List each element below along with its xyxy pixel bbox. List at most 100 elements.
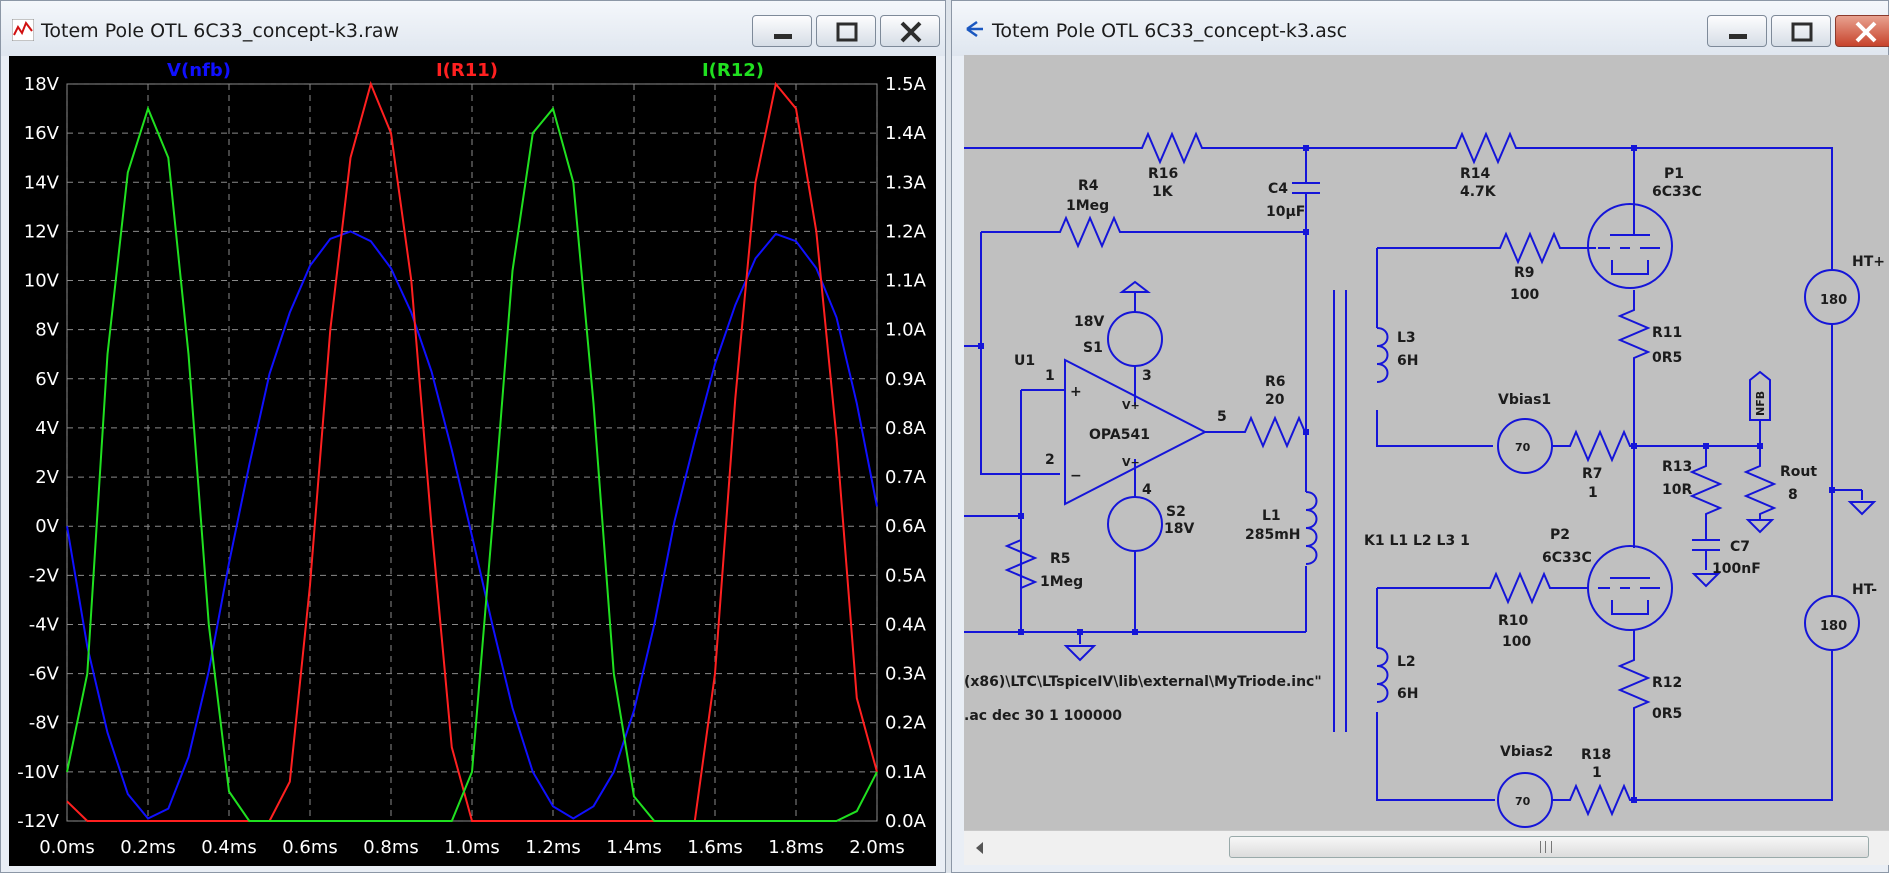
r4-ref[interactable]: R4: [1078, 178, 1099, 194]
l1-value: 285mH: [1245, 527, 1301, 543]
ht-plus-value: 180: [1820, 293, 1847, 308]
r13-ref[interactable]: R13: [1662, 459, 1692, 475]
right-tick-label: 0.8A: [885, 418, 927, 439]
rout-ref[interactable]: Rout: [1780, 464, 1817, 480]
r18-value: 1: [1592, 765, 1602, 781]
s2-value: 18V: [1164, 521, 1194, 537]
p2-ref[interactable]: P2: [1550, 527, 1570, 543]
r9-value: 100: [1510, 287, 1539, 303]
r18-ref[interactable]: R18: [1581, 747, 1611, 763]
r14-ref[interactable]: R14: [1460, 166, 1491, 182]
vbias2-ref[interactable]: Vbias2: [1500, 744, 1553, 760]
r13-value: 10R: [1662, 482, 1692, 498]
r10-ref[interactable]: R10: [1498, 613, 1529, 629]
close-icon: [1855, 21, 1877, 43]
pin-5: 5: [1217, 409, 1227, 425]
right-tick-label: 0.5A: [885, 565, 927, 586]
schematic-minimize-button[interactable]: [1707, 15, 1767, 47]
l3-ref[interactable]: L3: [1397, 330, 1416, 346]
close-button[interactable]: [880, 15, 940, 47]
r7-value: 1: [1588, 485, 1598, 501]
r9-ref[interactable]: R9: [1514, 265, 1535, 281]
grip-icon: [1540, 841, 1552, 853]
left-tick-label: 2V: [35, 467, 59, 488]
r16-value: 1K: [1152, 184, 1174, 200]
r6-ref[interactable]: R6: [1265, 374, 1286, 390]
r4-value: 1Meg: [1066, 198, 1109, 214]
x-tick-label: 1.4ms: [606, 837, 662, 858]
x-tick-label: 1.0ms: [444, 837, 500, 858]
r12-ref[interactable]: R12: [1652, 675, 1682, 691]
pin-1: 1: [1045, 368, 1055, 384]
wire-junctions: [978, 145, 1835, 803]
left-tick-label: 12V: [24, 221, 60, 242]
minimize-button[interactable]: [752, 15, 812, 47]
scroll-left-icon[interactable]: [976, 842, 983, 854]
coupling-directive[interactable]: K1 L1 L2 L3 1: [1364, 533, 1470, 549]
x-tick-label: 0.0ms: [39, 837, 95, 858]
right-tick-label: 0.6A: [885, 516, 927, 537]
s1-ref[interactable]: S1: [1083, 340, 1103, 356]
r5-value: 1Meg: [1040, 574, 1083, 590]
schematic-canvas[interactable]: R16 1K R14 4.7K C4 10µF R4 1Meg P1 6C33C…: [964, 55, 1889, 830]
x-tick-label: 1.8ms: [768, 837, 824, 858]
left-tick-label: 10V: [24, 271, 60, 292]
l2-ref[interactable]: L2: [1397, 654, 1416, 670]
rout-value: 8: [1788, 487, 1798, 503]
ht-plus-ref[interactable]: HT+: [1852, 254, 1885, 270]
r5-ref[interactable]: R5: [1050, 551, 1071, 567]
vbias1-value: 70: [1515, 441, 1531, 454]
right-tick-label: 0.3A: [885, 664, 927, 685]
left-tick-label: 6V: [35, 369, 59, 390]
s2-ref[interactable]: S2: [1166, 504, 1186, 520]
include-directive[interactable]: (x86)\LTC\LTspiceIV\lib\external\MyTriod…: [964, 674, 1322, 690]
schematic-maximize-button[interactable]: [1771, 15, 1831, 47]
left-tick-label: 0V: [35, 516, 59, 537]
r11-ref[interactable]: R11: [1652, 325, 1682, 341]
right-tick-label: 0.2A: [885, 713, 927, 734]
schematic-close-button[interactable]: [1835, 15, 1889, 47]
schematic-titlebar[interactable]: Totem Pole OTL 6C33_concept-k3.asc: [952, 1, 1889, 56]
legend-ir12: I(R12): [702, 60, 764, 81]
x-tick-label: 2.0ms: [849, 837, 905, 858]
u1-ref[interactable]: U1: [1014, 353, 1035, 369]
schematic-window-title: Totem Pole OTL 6C33_concept-k3.asc: [992, 20, 1348, 42]
left-tick-label: -2V: [29, 565, 60, 586]
u1-value: OPA541: [1089, 427, 1150, 443]
r16-ref[interactable]: R16: [1148, 166, 1178, 182]
close-icon: [900, 21, 922, 43]
waveform-titlebar[interactable]: Totem Pole OTL 6C33_concept-k3.raw: [1, 1, 945, 56]
right-tick-label: 0.4A: [885, 614, 927, 635]
right-tick-label: 1.3A: [885, 172, 927, 193]
p1-ref[interactable]: P1: [1664, 166, 1684, 182]
schematic-background: [964, 55, 1889, 830]
c7-ref[interactable]: C7: [1730, 539, 1750, 555]
vbias2-value: 70: [1515, 795, 1531, 808]
opamp-plus: +: [1070, 384, 1082, 400]
right-tick-label: 1.0A: [885, 320, 927, 341]
maximize-icon: [836, 22, 858, 42]
x-tick-label: 0.8ms: [363, 837, 419, 858]
left-tick-label: 18V: [24, 74, 60, 95]
p1-value: 6C33C: [1652, 184, 1702, 200]
r7-ref[interactable]: R7: [1582, 466, 1603, 482]
trace-legend: V(nfb)I(R11)I(R12): [167, 60, 764, 81]
scrollbar-thumb[interactable]: [1229, 836, 1869, 858]
horizontal-scrollbar[interactable]: [964, 830, 1889, 865]
r6-value: 20: [1265, 392, 1285, 408]
left-tick-label: 14V: [24, 172, 60, 193]
right-tick-label: 0.9A: [885, 369, 927, 390]
vbias1-ref[interactable]: Vbias1: [1498, 392, 1551, 408]
ht-minus-ref[interactable]: HT-: [1852, 582, 1877, 598]
nfb-net-label[interactable]: NFB: [1754, 391, 1767, 416]
ac-directive[interactable]: .ac dec 30 1 100000: [964, 708, 1122, 724]
maximize-button[interactable]: [816, 15, 876, 47]
c4-ref[interactable]: C4: [1268, 181, 1288, 197]
left-tick-label: 8V: [35, 320, 59, 341]
minimize-icon: [774, 34, 792, 39]
l1-ref[interactable]: L1: [1262, 508, 1281, 524]
ht-minus-value: 180: [1820, 619, 1847, 634]
left-tick-label: -12V: [17, 811, 59, 832]
